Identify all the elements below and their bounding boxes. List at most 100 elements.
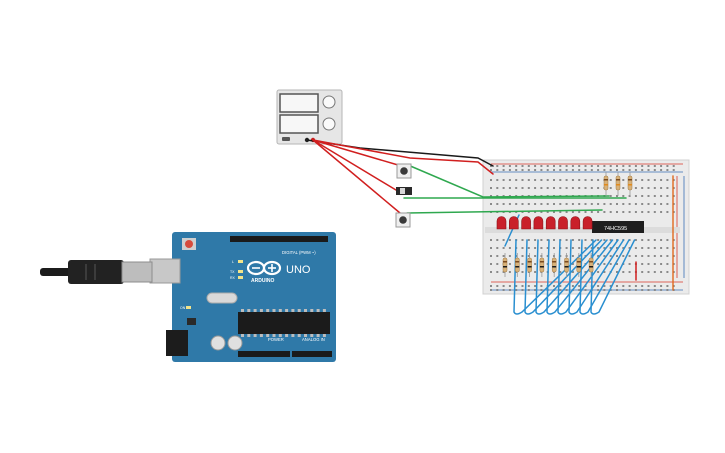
- hole[interactable]: [609, 211, 612, 213]
- hole[interactable]: [647, 271, 650, 273]
- resistor[interactable]: [627, 175, 633, 191]
- red-led[interactable]: [545, 216, 556, 230]
- hole[interactable]: [527, 203, 530, 205]
- rail-hole[interactable]: [616, 285, 618, 287]
- hole[interactable]: [647, 263, 650, 265]
- rail-hole[interactable]: [578, 169, 581, 171]
- hole[interactable]: [634, 255, 637, 257]
- hole[interactable]: [647, 179, 650, 181]
- rail-hole[interactable]: [565, 289, 568, 291]
- hole[interactable]: [496, 187, 499, 189]
- hole[interactable]: [496, 255, 499, 257]
- hole[interactable]: [597, 255, 600, 257]
- hole[interactable]: [521, 211, 524, 213]
- hole[interactable]: [527, 247, 530, 249]
- hole[interactable]: [660, 203, 663, 205]
- hole[interactable]: [502, 247, 505, 249]
- wires[interactable]: [306, 139, 674, 315]
- rail-hole[interactable]: [496, 285, 499, 287]
- hole[interactable]: [534, 263, 537, 265]
- rail-hole[interactable]: [578, 165, 581, 167]
- rail-hole[interactable]: [534, 169, 537, 171]
- hole[interactable]: [546, 247, 549, 249]
- rail-hole[interactable]: [565, 165, 568, 167]
- hole[interactable]: [546, 239, 549, 241]
- hole[interactable]: [641, 239, 644, 241]
- hole[interactable]: [641, 271, 644, 273]
- red-led[interactable]: [521, 216, 531, 230]
- rail-hole[interactable]: [546, 169, 549, 171]
- hole[interactable]: [521, 179, 524, 181]
- hole[interactable]: [553, 247, 555, 249]
- rail-hole[interactable]: [578, 289, 581, 291]
- hole[interactable]: [653, 271, 656, 273]
- rail-hole[interactable]: [609, 285, 612, 287]
- hole[interactable]: [666, 195, 669, 197]
- hole[interactable]: [622, 247, 625, 249]
- hole[interactable]: [496, 203, 499, 205]
- hole[interactable]: [647, 247, 650, 249]
- rail-hole[interactable]: [590, 169, 593, 171]
- hole[interactable]: [666, 203, 669, 205]
- rail-hole[interactable]: [490, 289, 492, 291]
- hole[interactable]: [490, 179, 492, 181]
- hole[interactable]: [578, 211, 581, 213]
- rail-hole[interactable]: [641, 169, 644, 171]
- hole[interactable]: [496, 271, 499, 273]
- hole[interactable]: [666, 239, 669, 241]
- hole[interactable]: [616, 247, 618, 249]
- rail-hole[interactable]: [597, 285, 600, 287]
- red-led[interactable]: [570, 216, 581, 230]
- hole[interactable]: [634, 247, 637, 249]
- rail-hole[interactable]: [634, 165, 637, 167]
- hole[interactable]: [634, 187, 637, 189]
- hole[interactable]: [634, 239, 637, 241]
- rail-hole[interactable]: [590, 165, 593, 167]
- led-array[interactable]: [496, 216, 593, 230]
- hole[interactable]: [609, 263, 612, 265]
- hole[interactable]: [490, 187, 492, 189]
- hole[interactable]: [653, 203, 656, 205]
- rail-hole[interactable]: [622, 169, 625, 171]
- hole[interactable]: [521, 239, 524, 241]
- blue-wire[interactable]: [579, 239, 630, 315]
- rail-hole[interactable]: [653, 285, 656, 287]
- rail-hole[interactable]: [515, 289, 518, 291]
- rail-hole[interactable]: [502, 169, 505, 171]
- hole[interactable]: [578, 179, 581, 181]
- voltage-knob[interactable]: [322, 95, 336, 109]
- red-led[interactable]: [582, 216, 593, 230]
- rail-hole[interactable]: [508, 289, 511, 291]
- rail-hole[interactable]: [628, 289, 631, 291]
- hole[interactable]: [628, 211, 631, 213]
- hole[interactable]: [653, 211, 656, 213]
- hole[interactable]: [508, 203, 511, 205]
- hole[interactable]: [571, 187, 574, 189]
- hole[interactable]: [534, 271, 537, 273]
- hole[interactable]: [597, 179, 600, 181]
- rail-hole[interactable]: [622, 285, 625, 287]
- resistor[interactable]: [603, 175, 609, 191]
- hole[interactable]: [590, 239, 593, 241]
- hole[interactable]: [578, 239, 581, 241]
- rail-hole[interactable]: [660, 285, 663, 287]
- digital-header[interactable]: [230, 236, 328, 242]
- hole[interactable]: [597, 187, 600, 189]
- rail-hole[interactable]: [490, 165, 492, 167]
- hole[interactable]: [666, 247, 669, 249]
- hole[interactable]: [584, 247, 587, 249]
- rail-hole[interactable]: [628, 285, 631, 287]
- rail-hole[interactable]: [571, 165, 574, 167]
- shift-register-chip[interactable]: 74HC595: [592, 221, 644, 233]
- hole[interactable]: [546, 203, 549, 205]
- hole[interactable]: [584, 271, 587, 273]
- hole[interactable]: [540, 255, 543, 257]
- hole[interactable]: [490, 195, 492, 197]
- hole[interactable]: [666, 263, 669, 265]
- rail-hole[interactable]: [559, 169, 562, 171]
- hole[interactable]: [534, 203, 537, 205]
- hole[interactable]: [515, 203, 518, 205]
- hole[interactable]: [609, 179, 612, 181]
- hole[interactable]: [603, 255, 606, 257]
- rail-hole[interactable]: [521, 165, 524, 167]
